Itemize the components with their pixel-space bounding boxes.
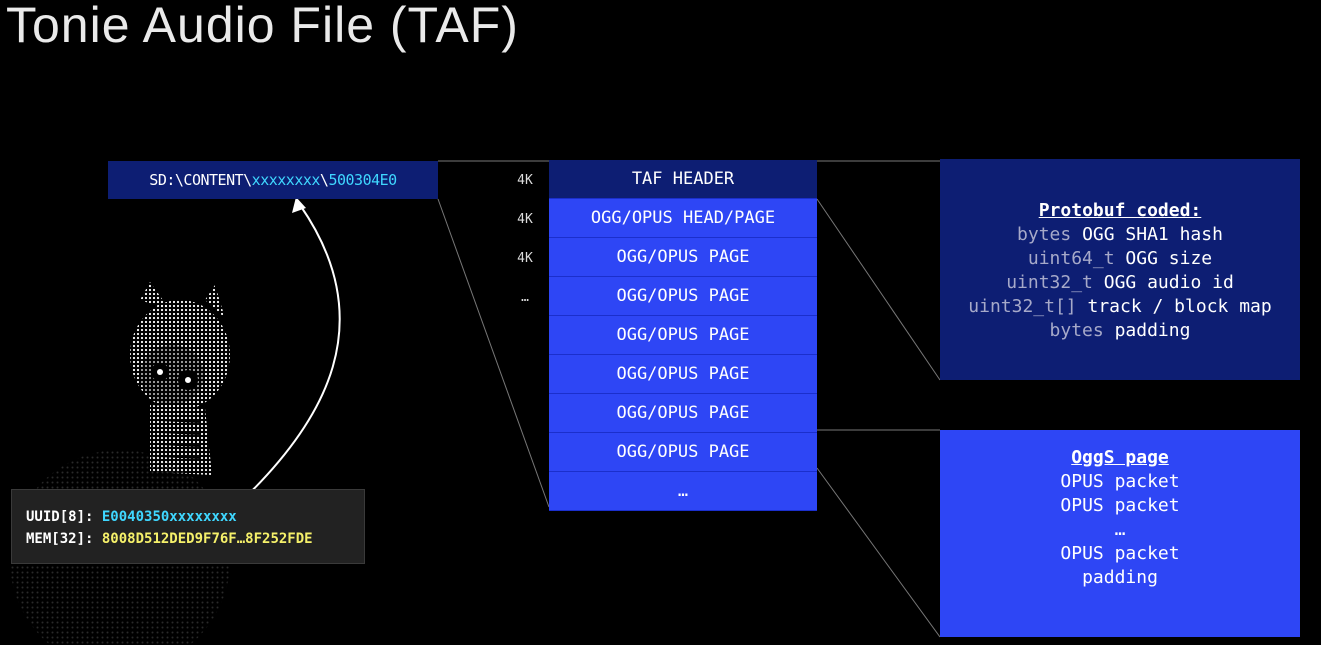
block-size-label: … (521, 290, 529, 305)
ogg-block: OGG/OPUS PAGE (549, 238, 817, 277)
tonie-id-box: UUID[8]: E0040350xxxxxxxx MEM[32]: 8008D… (11, 489, 365, 564)
taf-header-block: TAF HEADER (549, 160, 817, 199)
path-file: 500304E0 (328, 171, 397, 189)
connector-header-bottom (816, 198, 941, 381)
path-folder: xxxxxxxx (251, 171, 321, 189)
oggs-line: OPUS packet (1060, 495, 1180, 516)
sd-path-label: SD:\CONTENT\xxxxxxxx\500304E0 (108, 161, 438, 199)
connector-path-bottom (437, 198, 550, 508)
protobuf-field: bytes OGG SHA1 hash (1017, 224, 1223, 245)
protobuf-detail-box: Protobuf coded: bytes OGG SHA1 hash uint… (940, 159, 1300, 380)
oggs-line: OPUS packet (1060, 471, 1180, 492)
path-prefix: SD:\CONTENT\ (149, 171, 252, 189)
protobuf-field: uint64_t OGG size (1027, 248, 1213, 269)
page-title: Tonie Audio File (TAF) (6, 0, 519, 53)
oggs-title: OggS page (1071, 447, 1169, 468)
block-size-label: 4K (517, 212, 533, 227)
path-separator: \ (319, 171, 329, 189)
oggs-page-detail-box: OggS page OPUS packet OPUS packet … OPUS… (940, 430, 1300, 637)
taf-block-stack: TAF HEADER OGG/OPUS HEAD/PAGE OGG/OPUS P… (549, 160, 817, 511)
protobuf-field: uint32_t OGG audio id (1006, 272, 1234, 293)
oggs-line: … (1114, 519, 1126, 540)
uuid-line: UUID[8]: E0040350xxxxxxxx (26, 509, 237, 525)
ogg-block: OGG/OPUS PAGE (549, 316, 817, 355)
protobuf-field: uint32_t[] track / block map (968, 296, 1272, 317)
ogg-block: OGG/OPUS PAGE (549, 394, 817, 433)
connector-page-bottom (816, 467, 941, 638)
ogg-block: OGG/OPUS PAGE (549, 355, 817, 394)
mem-line: MEM[32]: 8008D512DED9F76F…8F252FDE (26, 531, 313, 547)
protobuf-field: bytes padding (1049, 320, 1191, 341)
protobuf-title: Protobuf coded: (1038, 200, 1202, 221)
oggs-line: OPUS packet (1060, 543, 1180, 564)
ogg-block: OGG/OPUS PAGE (549, 433, 817, 472)
ogg-block: OGG/OPUS HEAD/PAGE (549, 199, 817, 238)
block-size-label: 4K (517, 173, 533, 188)
ogg-block: OGG/OPUS PAGE (549, 277, 817, 316)
block-size-label: 4K (517, 251, 533, 266)
ogg-block-ellipsis: … (549, 472, 817, 511)
block-size-column: 4K 4K 4K … (505, 161, 545, 317)
oggs-line: padding (1082, 567, 1158, 588)
